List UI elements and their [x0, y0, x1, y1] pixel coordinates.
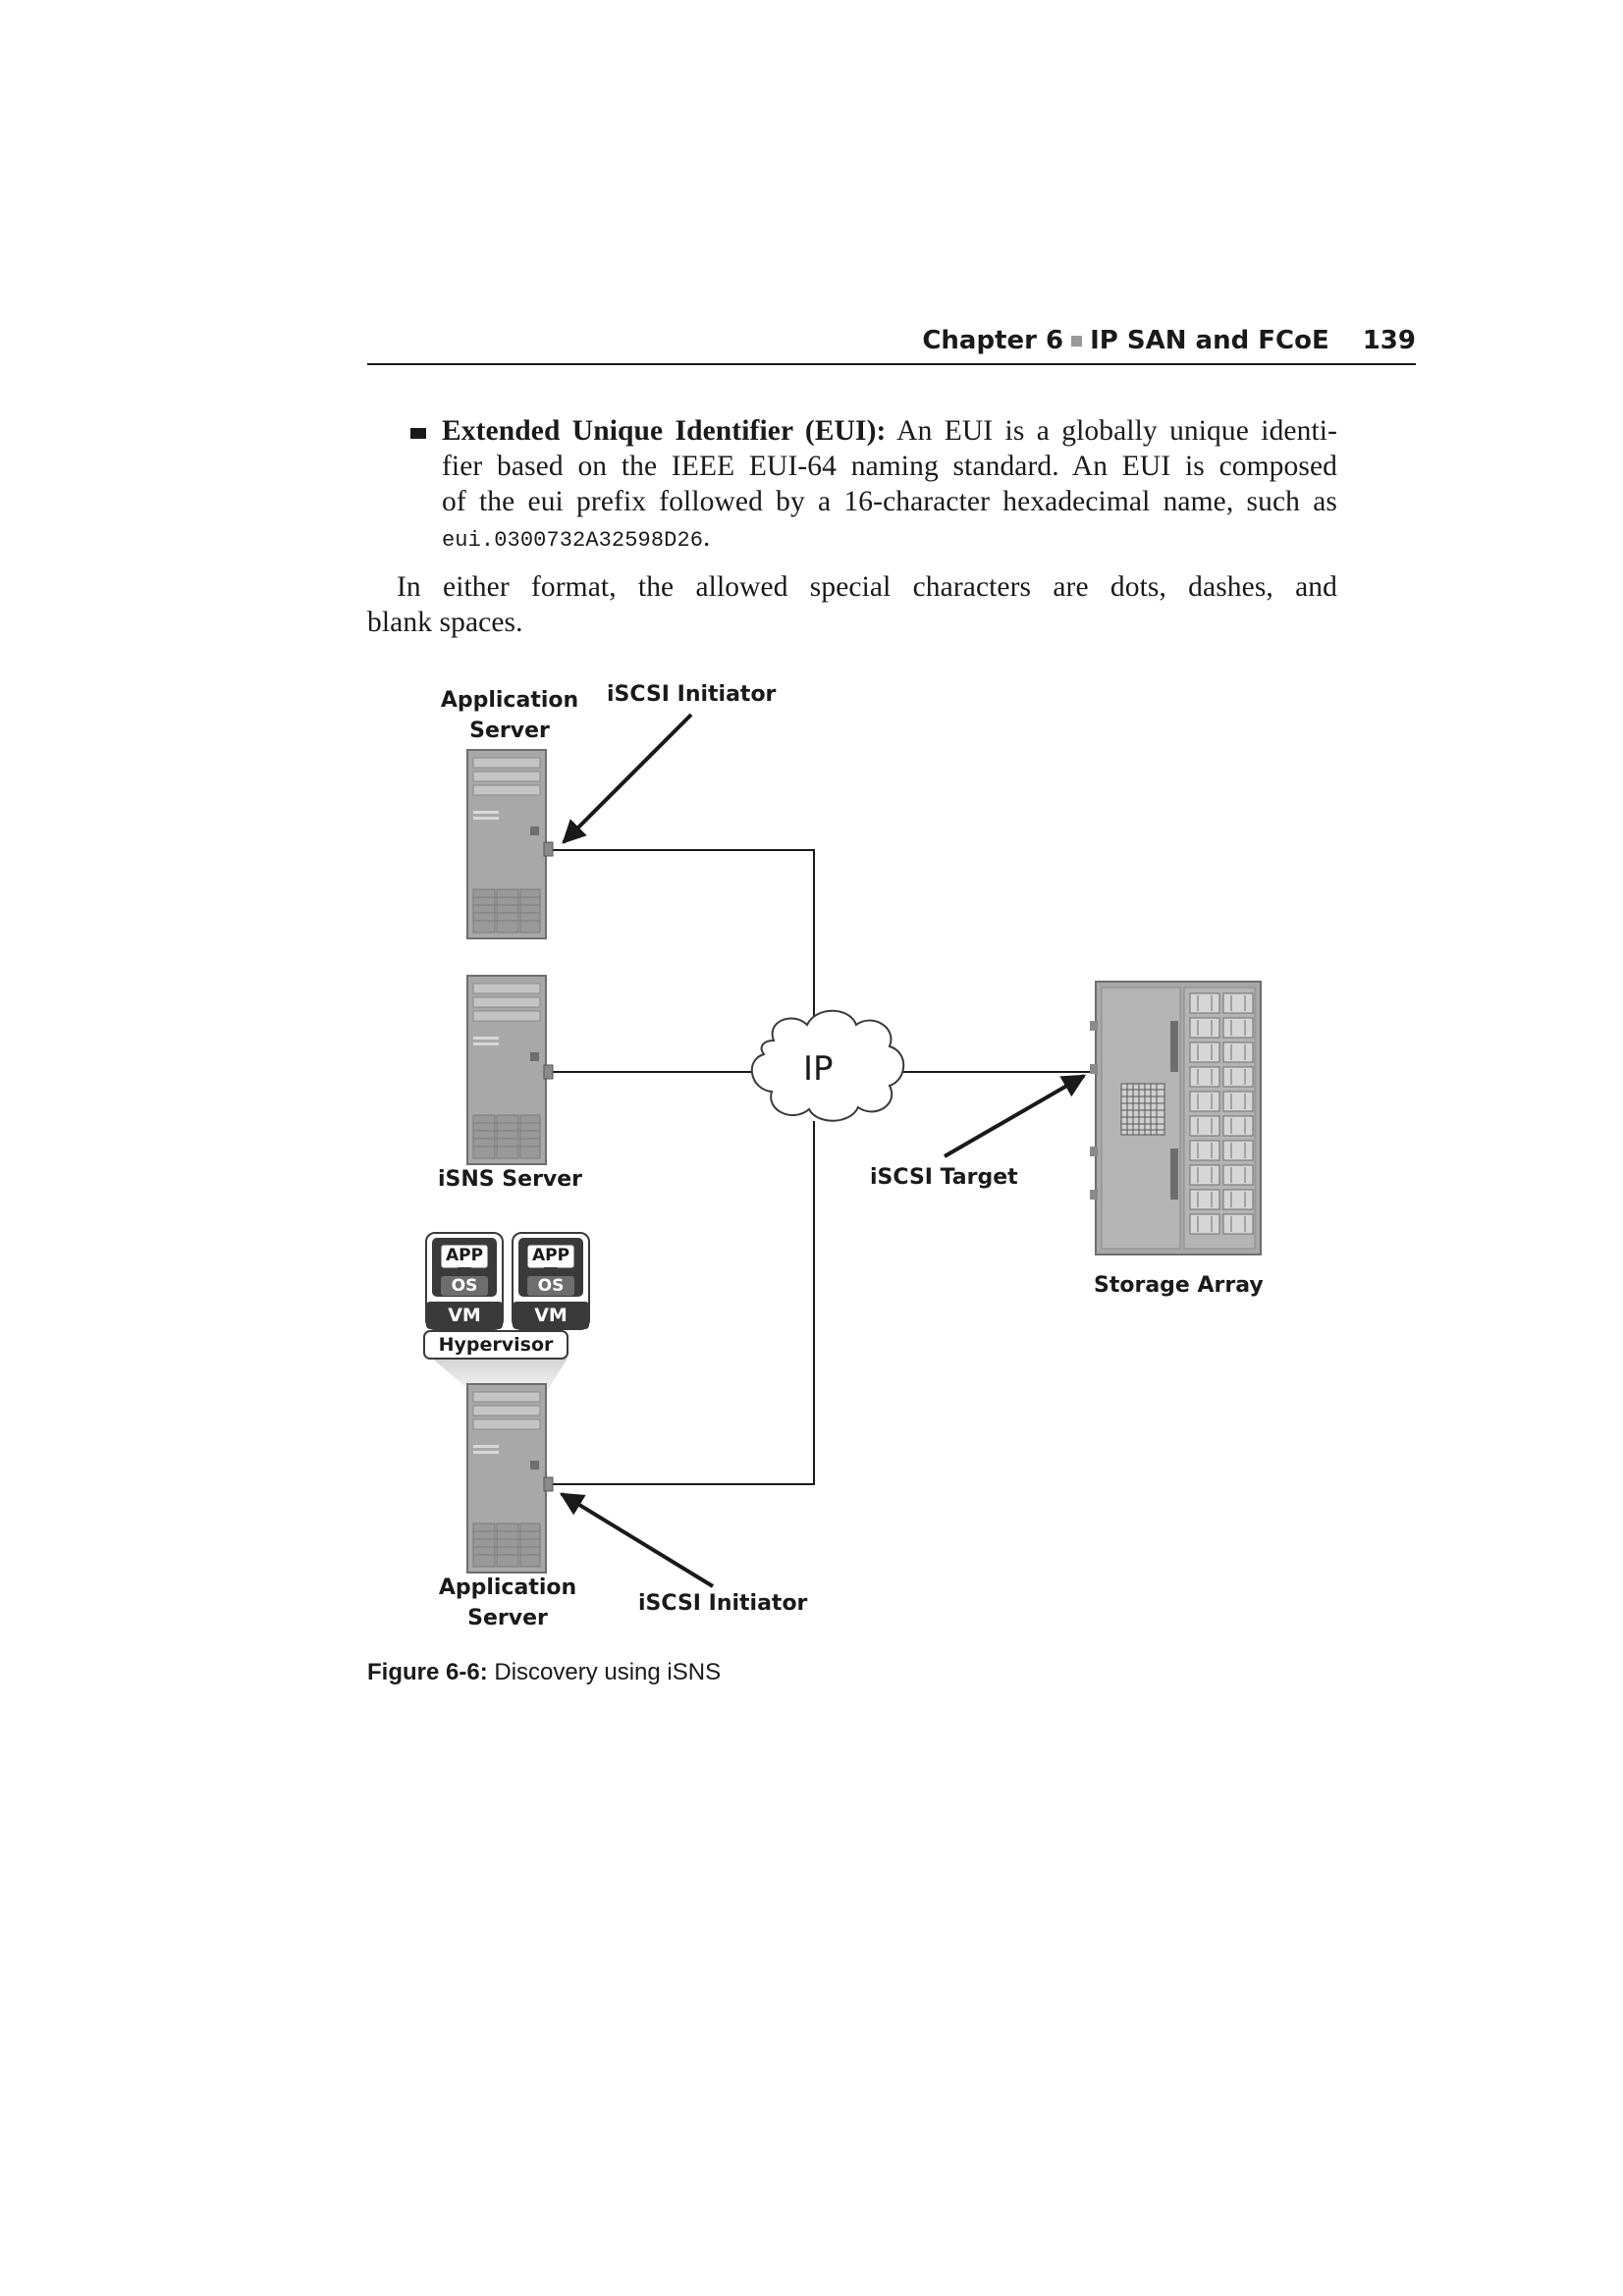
page-number: 139 — [1362, 326, 1416, 355]
label-iscsi-initiator-bottom: iSCSI Initiator — [638, 1591, 808, 1616]
running-header: Chapter 6 IP SAN and FCoE 139 — [367, 326, 1416, 365]
label-iscsi-target: iSCSI Target — [870, 1165, 1018, 1190]
network-links — [552, 849, 1092, 1485]
bullet-line-1: An EUI is a globally unique identi- — [896, 415, 1337, 447]
gray-square-icon — [1071, 336, 1083, 347]
arrow-initiator-bottom — [559, 1492, 715, 1588]
server-port-bottom — [543, 1476, 554, 1492]
server-port-top — [543, 841, 554, 857]
bullet-term: Extended Unique Identifier (EUI): — [442, 415, 887, 447]
eui-example: eui.0300732A32598D26 — [442, 528, 704, 553]
black-square-bullet-icon — [410, 428, 426, 439]
hypervisor-box — [423, 1330, 568, 1360]
eui-example-period: . — [703, 521, 711, 553]
paragraph-line-1: In either format, the allowed special ch… — [397, 571, 1337, 603]
ip-cloud — [750, 1009, 905, 1122]
hypervisor-beam — [432, 1359, 568, 1390]
server-port-isns — [543, 1064, 554, 1080]
vm-2-label: VM — [534, 1305, 568, 1326]
label-application-server-top: Application Server — [440, 688, 579, 743]
body-paragraph: In either format, the allowed special ch… — [367, 569, 1337, 640]
bullet-line-3: of the eui prefix followed by a 16-chara… — [442, 486, 1337, 517]
bullet-item: Extended Unique Identifier (EUI): An EUI… — [442, 413, 1337, 559]
chapter-title: IP SAN and FCoE — [1090, 326, 1329, 355]
figure-caption: Figure 6-6: Discovery using iSNS — [367, 1659, 721, 1686]
controller-grid — [1120, 1083, 1165, 1136]
vm-2-app-label: APP — [531, 1246, 570, 1265]
hypervisor-label: Hypervisor — [438, 1334, 554, 1356]
application-server-bottom — [466, 1383, 547, 1574]
arrow-initiator-top — [562, 713, 693, 844]
vm-2-os-label: OS — [537, 1276, 565, 1296]
paragraph-line-2: blank spaces. — [367, 607, 523, 638]
figure-number: Figure 6-6: — [367, 1659, 488, 1685]
label-storage-array: Storage Array — [1094, 1273, 1264, 1298]
label-iscsi-initiator-top: iSCSI Initiator — [607, 682, 777, 707]
vm-2 — [512, 1232, 590, 1330]
isns-server — [466, 975, 547, 1165]
callout-arrows — [559, 713, 1087, 1588]
chapter-label: Chapter 6 — [922, 326, 1064, 355]
vm-1-label: VM — [448, 1305, 481, 1326]
vm-1-os-label: OS — [451, 1276, 478, 1296]
label-application-server-bottom: Application Server — [438, 1575, 577, 1630]
application-server-top — [466, 749, 547, 939]
figure-caption-text: Discovery using iSNS — [494, 1659, 722, 1685]
vm-1-app-label: APP — [445, 1246, 484, 1265]
label-isns-server: iSNS Server — [438, 1167, 583, 1192]
arrow-target — [943, 1074, 1087, 1158]
vm-1 — [425, 1232, 504, 1330]
storage-array — [1090, 981, 1262, 1255]
ip-cloud-label: IP — [803, 1049, 834, 1089]
bullet-line-2: fier based on the IEEE EUI-64 naming sta… — [442, 451, 1337, 482]
